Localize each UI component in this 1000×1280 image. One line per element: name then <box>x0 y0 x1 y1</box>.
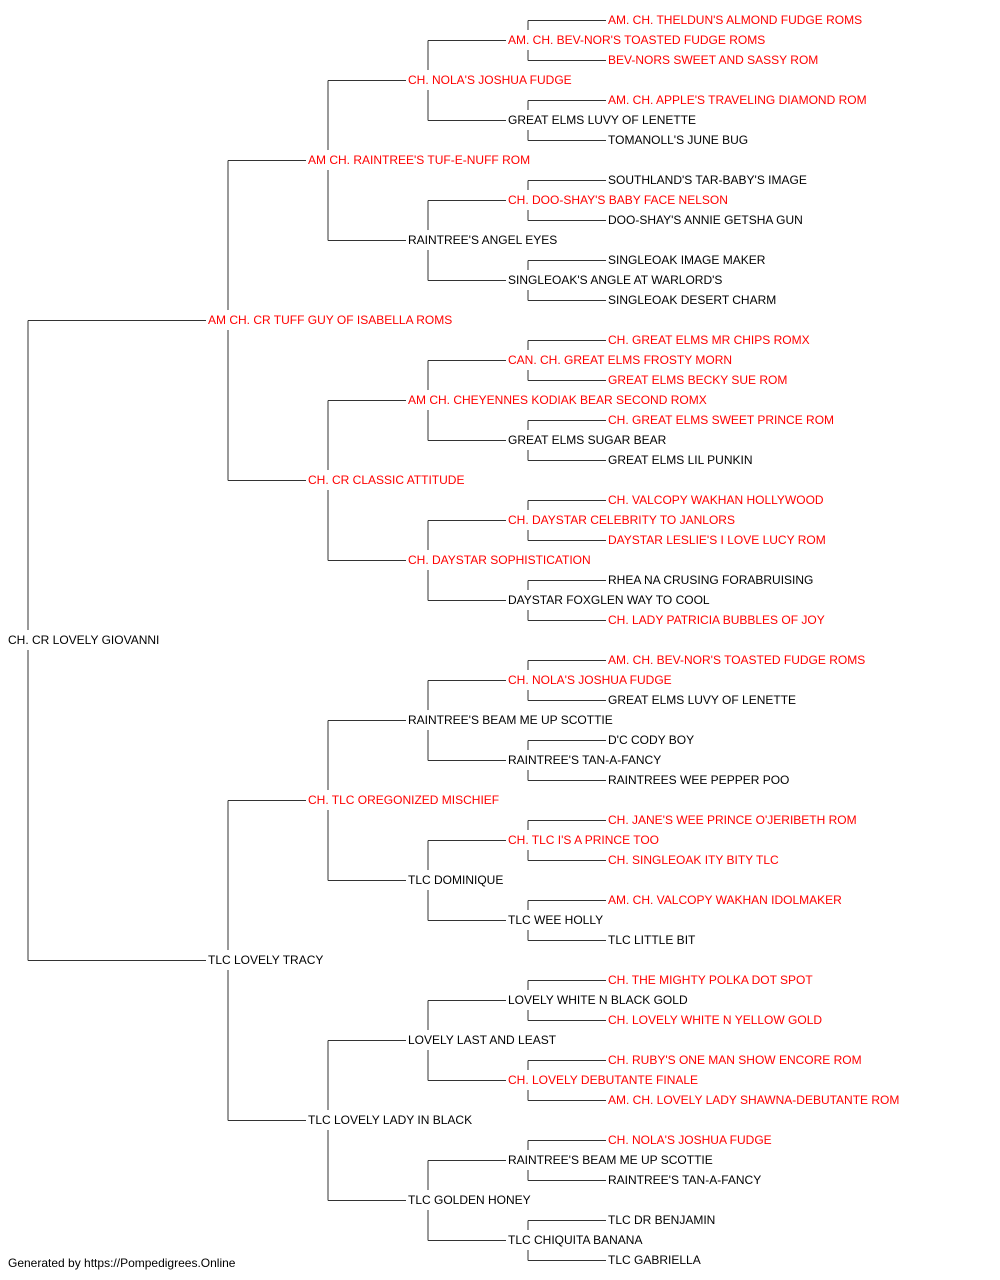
pedigree-entry: CAN. CH. GREAT ELMS FROSTY MORN <box>508 353 732 367</box>
pedigree-entry: DOO-SHAY'S ANNIE GETSHA GUN <box>608 213 803 227</box>
pedigree-entry: AM CH. CR TUFF GUY OF ISABELLA ROMS <box>208 313 452 327</box>
pedigree-entry: GREAT ELMS LUVY OF LENETTE <box>508 113 696 127</box>
pedigree-entry: AM CH. CHEYENNES KODIAK BEAR SECOND ROMX <box>408 393 707 407</box>
pedigree-entry: CH. SINGLEOAK ITY BITY TLC <box>608 853 779 867</box>
pedigree-entry: SINGLEOAK IMAGE MAKER <box>608 253 766 267</box>
pedigree-entry: CH. NOLA'S JOSHUA FUDGE <box>408 73 572 87</box>
pedigree-entry: CH. DOO-SHAY'S BABY FACE NELSON <box>508 193 728 207</box>
pedigree-entry: TLC GOLDEN HONEY <box>408 1193 531 1207</box>
pedigree-entry: RAINTREES WEE PEPPER POO <box>608 773 789 787</box>
pedigree-entry: TOMANOLL'S JUNE BUG <box>608 133 748 147</box>
pedigree-entry: GREAT ELMS LUVY OF LENETTE <box>608 693 796 707</box>
pedigree-entry: AM. CH. BEV-NOR'S TOASTED FUDGE ROMS <box>608 653 865 667</box>
pedigree-entry: TLC CHIQUITA BANANA <box>508 1233 642 1247</box>
pedigree-entry: AM. CH. LOVELY LADY SHAWNA-DEBUTANTE ROM <box>608 1093 899 1107</box>
pedigree-entry: TLC LOVELY TRACY <box>208 953 323 967</box>
pedigree-entry: CH. RUBY'S ONE MAN SHOW ENCORE ROM <box>608 1053 862 1067</box>
pedigree-entry: AM CH. RAINTREE'S TUF-E-NUFF ROM <box>308 153 530 167</box>
pedigree-entry: AM. CH. THELDUN'S ALMOND FUDGE ROMS <box>608 13 862 27</box>
pedigree-entry: CH. DAYSTAR SOPHISTICATION <box>408 553 591 567</box>
pedigree-entry: SINGLEOAK DESERT CHARM <box>608 293 776 307</box>
pedigree-entry: TLC LITTLE BIT <box>608 933 696 947</box>
pedigree-entry: CH. CR LOVELY GIOVANNI <box>8 633 159 647</box>
pedigree-entry: RAINTREE'S BEAM ME UP SCOTTIE <box>408 713 613 727</box>
pedigree-entry: TLC WEE HOLLY <box>508 913 603 927</box>
pedigree-entry: TLC GABRIELLA <box>608 1253 701 1267</box>
pedigree-entry: TLC LOVELY LADY IN BLACK <box>308 1113 472 1127</box>
pedigree-entry: AM. CH. VALCOPY WAKHAN IDOLMAKER <box>608 893 842 907</box>
pedigree-entry: CH. GREAT ELMS SWEET PRINCE ROM <box>608 413 834 427</box>
pedigree-entry: CH. JANE'S WEE PRINCE O'JERIBETH ROM <box>608 813 857 827</box>
pedigree-entry: RAINTREE'S TAN-A-FANCY <box>608 1173 761 1187</box>
pedigree-entry: SINGLEOAK'S ANGLE AT WARLORD'S <box>508 273 722 287</box>
pedigree-entry: GREAT ELMS BECKY SUE ROM <box>608 373 787 387</box>
pedigree-entry: CH. GREAT ELMS MR CHIPS ROMX <box>608 333 810 347</box>
pedigree-entry: AM. CH. APPLE'S TRAVELING DIAMOND ROM <box>608 93 867 107</box>
pedigree-entry: GREAT ELMS LIL PUNKIN <box>608 453 753 467</box>
pedigree-entry: CH. VALCOPY WAKHAN HOLLYWOOD <box>608 493 824 507</box>
pedigree-entry: DAYSTAR FOXGLEN WAY TO COOL <box>508 593 710 607</box>
pedigree-entry: AM. CH. BEV-NOR'S TOASTED FUDGE ROMS <box>508 33 765 47</box>
pedigree-entry: GREAT ELMS SUGAR BEAR <box>508 433 667 447</box>
pedigree-entry: CH. LOVELY DEBUTANTE FINALE <box>508 1073 698 1087</box>
pedigree-entry: CH. NOLA'S JOSHUA FUDGE <box>608 1133 772 1147</box>
pedigree-entry: LOVELY WHITE N BLACK GOLD <box>508 993 688 1007</box>
pedigree-entry: CH. CR CLASSIC ATTITUDE <box>308 473 464 487</box>
pedigree-entry: CH. LOVELY WHITE N YELLOW GOLD <box>608 1013 822 1027</box>
pedigree-entry: TLC DOMINIQUE <box>408 873 503 887</box>
pedigree-entry: CH. TLC OREGONIZED MISCHIEF <box>308 793 499 807</box>
pedigree-entry: TLC DR BENJAMIN <box>608 1213 715 1227</box>
pedigree-entry: DAYSTAR LESLIE'S I LOVE LUCY ROM <box>608 533 826 547</box>
pedigree-entry: RAINTREE'S TAN-A-FANCY <box>508 753 661 767</box>
pedigree-entry: CH. NOLA'S JOSHUA FUDGE <box>508 673 672 687</box>
pedigree-entry: RAINTREE'S BEAM ME UP SCOTTIE <box>508 1153 713 1167</box>
pedigree-entry: CH. THE MIGHTY POLKA DOT SPOT <box>608 973 813 987</box>
pedigree-entry: RHEA NA CRUSING FORABRUISING <box>608 573 813 587</box>
pedigree-entry: RAINTREE'S ANGEL EYES <box>408 233 557 247</box>
footer-credit: Generated by https://Pompedigrees.Online <box>8 1256 236 1270</box>
pedigree-entry: D'C CODY BOY <box>608 733 694 747</box>
pedigree-entry: CH. TLC I'S A PRINCE TOO <box>508 833 659 847</box>
pedigree-entry: BEV-NORS SWEET AND SASSY ROM <box>608 53 818 67</box>
pedigree-entry: CH. LADY PATRICIA BUBBLES OF JOY <box>608 613 825 627</box>
pedigree-entry: LOVELY LAST AND LEAST <box>408 1033 557 1047</box>
pedigree-entry: SOUTHLAND'S TAR-BABY'S IMAGE <box>608 173 807 187</box>
pedigree-entry: CH. DAYSTAR CELEBRITY TO JANLORS <box>508 513 735 527</box>
